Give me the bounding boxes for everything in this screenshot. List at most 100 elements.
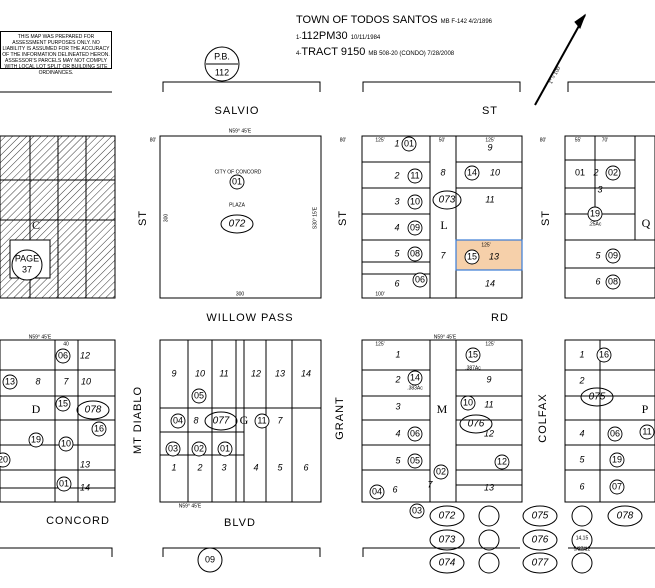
parcel-10-076[interactable]: 10: [463, 397, 473, 407]
parcel-01-077[interactable]: 01: [220, 443, 230, 453]
lot-2-rt: 2: [592, 167, 598, 177]
parcel-19-075[interactable]: 19: [612, 454, 622, 464]
street-grant: GRANT: [334, 396, 346, 440]
block-letter-q: Q: [642, 216, 651, 230]
parcel-06-073[interactable]: 06: [415, 274, 425, 284]
block-letter-l: L: [440, 218, 447, 232]
parcel-06-076[interactable]: 06: [410, 428, 420, 438]
lot-10-078: 10: [81, 376, 91, 386]
plaza-dim-left: 300: [163, 214, 169, 223]
page-label: PAGE: [15, 253, 39, 263]
parcel-13-078[interactable]: 13: [5, 376, 15, 386]
parcel-11-073[interactable]: 11: [410, 170, 419, 180]
lot-12-076: 12: [484, 428, 494, 438]
lot-6-075: 6: [579, 481, 584, 491]
dim-100-073: 100': [375, 291, 384, 297]
block-075: 075: [589, 392, 606, 403]
lot-1-077: 1: [171, 462, 176, 472]
lot-9-073: 9: [487, 142, 492, 152]
lot-2-077: 2: [196, 462, 202, 472]
lot-9-076: 9: [486, 374, 491, 384]
parcel-09-073[interactable]: 09: [410, 222, 420, 232]
parcel-06-075[interactable]: 06: [610, 428, 620, 438]
parcel-08-073[interactable]: 08: [410, 248, 420, 258]
lot-5-rt: 5: [595, 250, 601, 260]
lot-3-077: 3: [221, 462, 226, 472]
block-letter-g: G: [240, 413, 249, 427]
dim-80-c: 80': [540, 137, 547, 143]
parcel-01-078[interactable]: 01: [59, 478, 69, 488]
parcel-19-078[interactable]: 19: [31, 434, 41, 444]
parcel-02-076[interactable]: 02: [436, 466, 446, 476]
parcel-15-078[interactable]: 15: [58, 398, 68, 408]
dim-125b-076: 125': [375, 341, 384, 347]
map-header: TOWN OF TODOS SANTOS MB F-142 4/2/1896 1…: [296, 13, 616, 61]
parcel-01-073[interactable]: 01: [404, 138, 414, 148]
line2-main: 112PM30: [301, 30, 348, 42]
parcel-11-075[interactable]: 11: [642, 426, 651, 436]
parcel-10-073[interactable]: 10: [410, 196, 420, 206]
parcel-05-077[interactable]: 05: [194, 390, 204, 400]
parcel-14-073[interactable]: 14: [467, 167, 477, 177]
block-078: 078: [85, 405, 102, 416]
legend-077: 077: [532, 558, 549, 569]
parcel-20-078[interactable]: 20: [0, 454, 8, 464]
lot-07-078: 7: [63, 376, 69, 386]
bearing-077: N59° 45'E: [179, 503, 202, 509]
lot-1-073: 1: [394, 138, 399, 148]
highlight-lot[interactable]: 13: [489, 251, 499, 261]
street-st-top: ST: [482, 105, 498, 117]
block-letter-c: C: [32, 218, 40, 232]
parcel-02-077[interactable]: 02: [194, 443, 204, 453]
parcel-06-078[interactable]: 06: [58, 350, 68, 360]
parcel-04-076[interactable]: 04: [372, 486, 382, 496]
dim-80-a: 80': [150, 137, 157, 143]
bottom-page-circle: 09: [205, 554, 215, 564]
dim-70-rt: 70': [602, 137, 609, 143]
disclaimer-text: THIS MAP WAS PREPARED FOR ASSESSMENT PUR…: [2, 34, 110, 76]
lot-6-077: 6: [303, 462, 308, 472]
parcel-16-078[interactable]: 16: [94, 423, 104, 433]
parcel-01-rt[interactable]: 01: [575, 167, 585, 177]
plaza-parcel: 01: [232, 176, 242, 186]
parcel-02-rt[interactable]: 02: [608, 167, 618, 177]
block-077: 077: [213, 416, 230, 427]
legend-072: 072: [439, 511, 456, 522]
area-076: .383Ac: [407, 385, 423, 391]
line2-prefix: 1-: [296, 35, 302, 41]
parcel-16-075[interactable]: 16: [599, 349, 609, 359]
parcel-11-077[interactable]: 11: [257, 415, 266, 425]
parcel-19-rt[interactable]: 19: [590, 208, 600, 218]
lot-5-077: 5: [277, 462, 283, 472]
lot-13-078: 13: [80, 459, 90, 469]
parcel-07-075[interactable]: 07: [612, 481, 622, 491]
lot-8-073: 8: [440, 167, 445, 177]
block-letter-m: M: [437, 402, 448, 416]
parcel-08-rt[interactable]: 08: [608, 276, 618, 286]
parcel-09-rt[interactable]: 09: [608, 250, 618, 260]
parcel-05-076[interactable]: 05: [410, 455, 420, 465]
lot-9-077: 9: [171, 368, 176, 378]
parcel-14-076[interactable]: 14: [410, 372, 420, 382]
highlight-parcel[interactable]: 15: [467, 251, 477, 261]
lot-6-rt: 6: [595, 276, 600, 286]
dim-40-078: 40: [63, 341, 69, 347]
lot-14-077: 14: [301, 368, 311, 378]
parcel-12-076[interactable]: 12: [497, 456, 507, 466]
lot-6-073: 6: [394, 278, 399, 288]
lot-4-076: 4: [395, 428, 400, 438]
town-title: TOWN OF TODOS SANTOS: [296, 14, 438, 26]
lot-7-073: 7: [440, 250, 446, 260]
street-salvio: SALVIO: [215, 105, 260, 117]
parcel-10-078[interactable]: 10: [61, 438, 71, 448]
lot-8-078: 8: [35, 376, 40, 386]
parcel-03-077[interactable]: 03: [168, 443, 178, 453]
parcel-03-076[interactable]: 03: [412, 505, 422, 515]
plaza-bearing: S30° 15'E: [312, 206, 318, 229]
street-st-left: ST: [137, 210, 149, 226]
parcel-04-077[interactable]: 04: [173, 415, 183, 425]
bearing-076: N59° 45'E: [434, 334, 457, 340]
parcel-15-076[interactable]: 15: [468, 349, 478, 359]
lot-3-rt: 3: [597, 184, 602, 194]
